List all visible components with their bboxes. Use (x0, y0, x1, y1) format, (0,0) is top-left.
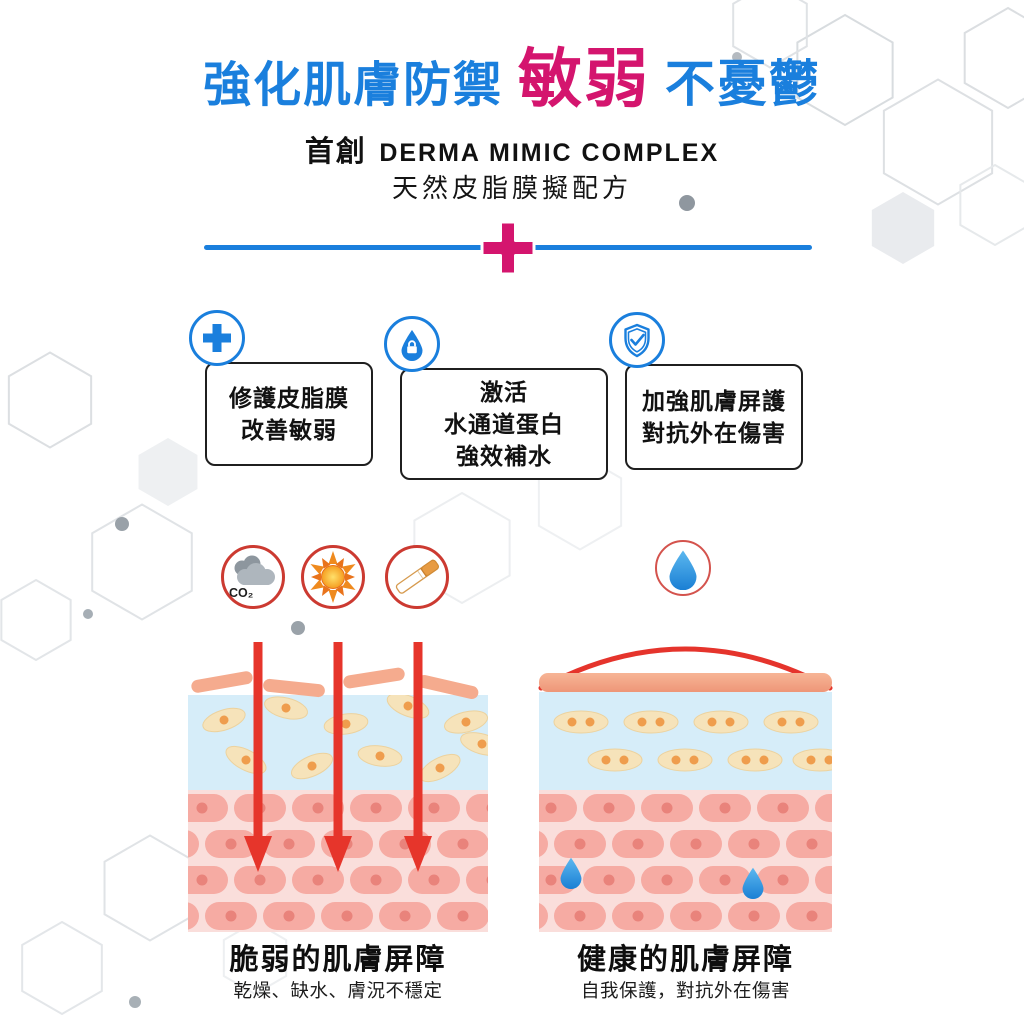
intact-barrier-strip (539, 673, 832, 692)
sun-icon (301, 545, 365, 609)
feature-line: 改善敏弱 (241, 417, 337, 443)
formula-line: 天然皮脂膜擬配方 (391, 173, 632, 203)
cloud-shape (234, 555, 275, 585)
co2-cloud-icon: CO₂ (221, 545, 285, 609)
plus-icon (189, 310, 245, 366)
feature-card-hydration: 激活 水通道蛋白 強效補水 (384, 316, 608, 480)
divider (204, 220, 812, 276)
healthy-skin-diagram (538, 646, 833, 932)
healthy-skin-subtitle: 自我保護，對抗外在傷害 (580, 980, 790, 1001)
water-drop-lock-icon (384, 316, 440, 372)
feature-line: 水通道蛋白 (444, 410, 564, 437)
broken-barrier-fragments (191, 667, 479, 700)
feature-line: 強效補水 (456, 443, 552, 470)
feature-line: 加強肌膚屏護 (642, 387, 786, 414)
feature-card-barrier: 加強肌膚屏護 對抗外在傷害 (609, 312, 803, 470)
subtitle-prefix: 首創 (304, 136, 367, 168)
fragile-skin-title: 脆弱的肌膚屏障 (229, 944, 447, 976)
feature-line: 修護皮脂膜 (229, 384, 349, 411)
title-part-1: 強化肌膚防禦 (203, 59, 504, 113)
decorative-dots (83, 52, 742, 1008)
feature-card-repair: 修護皮脂膜 改善敏弱 (189, 310, 373, 466)
feature-line: 激活 (480, 378, 528, 405)
co2-label: CO₂ (229, 586, 253, 600)
shield-check-icon (609, 312, 665, 368)
penetration-arrows (244, 642, 432, 872)
subtitle-row: 首創 DERMA MIMIC COMPLEX (0, 128, 1024, 170)
water-drop-icon (655, 540, 711, 596)
healthy-skin-title: 健康的肌膚屏障 (576, 944, 794, 976)
fragile-skin-diagram (188, 642, 488, 932)
cigarette-icon (385, 545, 449, 609)
epidermis-layer (539, 692, 832, 790)
title-part-3: 不憂鬱 (664, 56, 821, 113)
page-title: 強化肌膚防禦 敏弱 不憂鬱 (0, 47, 1024, 111)
fragile-skin-subtitle: 乾燥、缺水、膚況不穩定 (233, 980, 443, 1001)
moisture-drops (560, 857, 764, 900)
plus-divider-icon (480, 220, 536, 276)
title-part-highlight: 敏弱 (518, 43, 650, 116)
feature-line: 對抗外在傷害 (642, 420, 786, 446)
protective-arc (538, 646, 833, 691)
subtitle-complex-name: DERMA MIMIC COMPLEX (379, 139, 720, 167)
